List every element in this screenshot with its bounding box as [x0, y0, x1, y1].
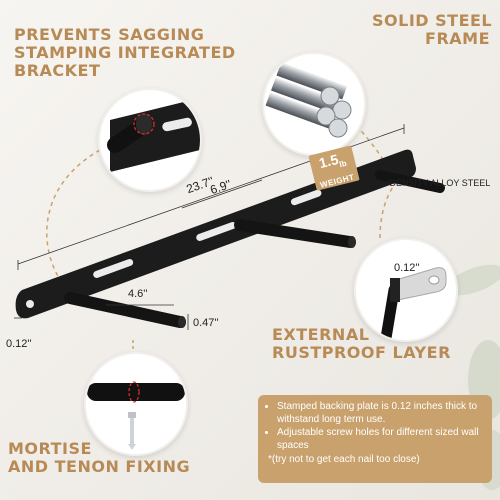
heading-mortise: MORTISE AND TENON FIXING [8, 440, 190, 476]
dimension-rod-diameter: 0.47'' [193, 317, 219, 329]
weight-value: 1.5 [317, 150, 340, 172]
heading-line: BRACKET [14, 60, 101, 80]
heading-line: RUSTPROOF LAYER [272, 342, 451, 362]
note-item: Stamped backing plate is 0.12 inches thi… [277, 401, 484, 426]
heading-line: MORTISE [8, 439, 92, 458]
heading-line: SOLID STEEL [372, 11, 493, 30]
dimension-plate-thickness-detail: 0.12'' [394, 262, 420, 274]
weight-unit: lb [338, 158, 348, 170]
dimension-plate-thickness: 0.12'' [6, 338, 32, 350]
detail-circle-bracket [98, 88, 202, 192]
notes-box: Stamped backing plate is 0.12 inches thi… [258, 395, 492, 483]
notes-list: Stamped backing plate is 0.12 inches thi… [266, 401, 484, 452]
note-extra: *(try not to get each nail too close) [268, 454, 420, 465]
note-item: Adjustable screw holes for different siz… [277, 427, 484, 452]
heading-line: EXTERNAL [272, 325, 370, 344]
heading-rustproof: EXTERNAL RUSTPROOF LAYER [272, 326, 451, 362]
detail-circle-steel [262, 52, 366, 156]
heading-prevents-sagging: PREVENTS SAGGING STAMPING INTEGRATED BRA… [14, 26, 236, 80]
heading-solid-steel: SOLID STEEL FRAME [372, 11, 493, 48]
heading-line: PREVENTS SAGGING [14, 25, 205, 44]
heading-line: AND TENON FIXING [8, 456, 191, 476]
detail-circle-mortise [84, 352, 188, 456]
material-label: *DENSITY ALLOY STEEL [386, 178, 491, 188]
heading-line: FRAME [425, 28, 490, 48]
dimension-rod-length: 4.6'' [128, 288, 148, 300]
heading-line: STAMPING INTEGRATED [14, 42, 236, 62]
detail-circle-rustproof [354, 238, 458, 342]
